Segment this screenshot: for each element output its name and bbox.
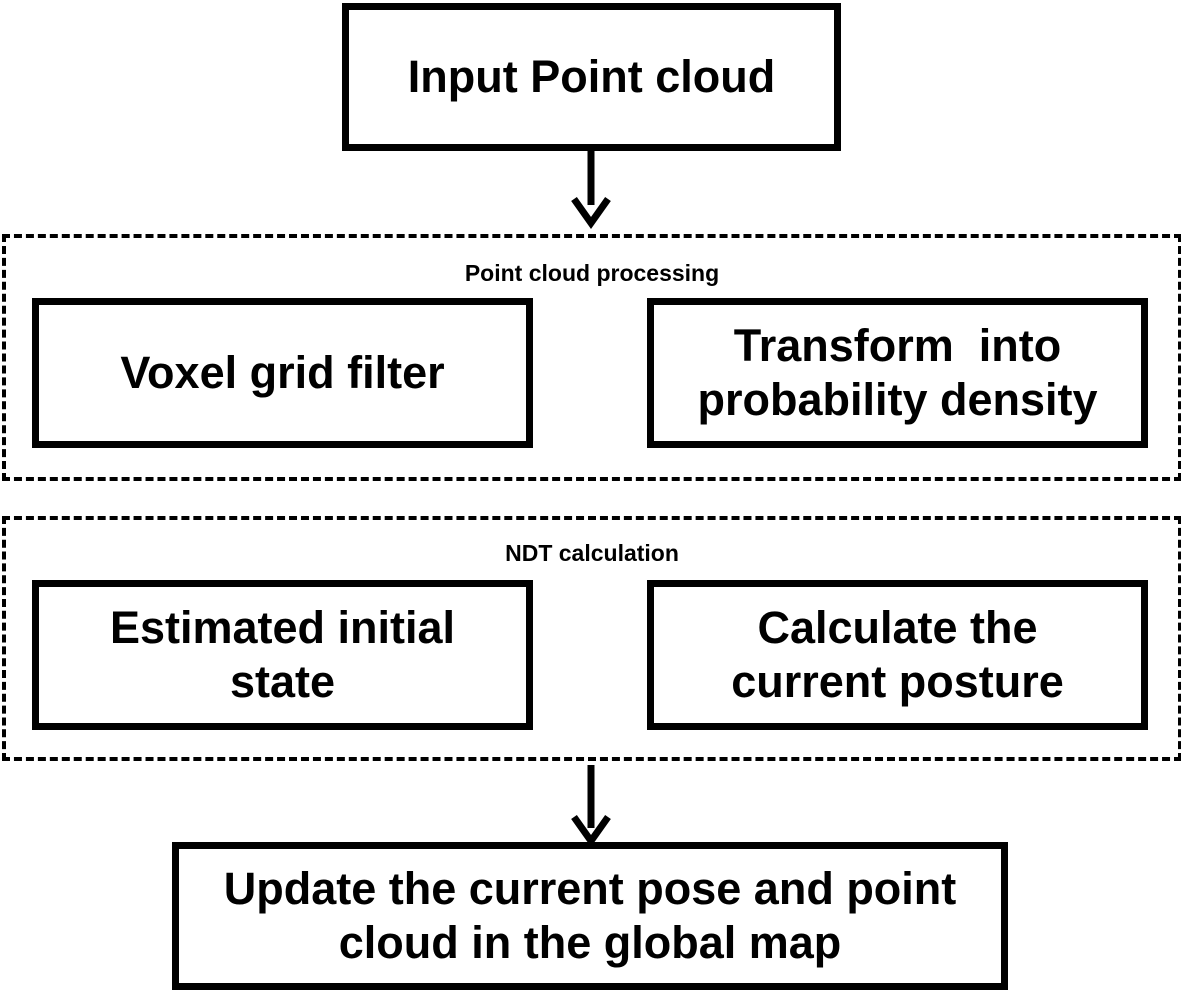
node-calculate-current-posture: Calculate the current posture [647, 580, 1148, 730]
node-label-transform-probability-density: Transform into probability density [697, 320, 1098, 425]
group-label-point-cloud-processing: Point cloud processing [464, 260, 720, 286]
node-input-point-cloud: Input Point cloud [342, 3, 841, 151]
node-label-input-point-cloud: Input Point cloud [407, 51, 776, 102]
arrow-ndt-to-update-head [571, 814, 611, 848]
group-ndt-calculation: NDT calculation [2, 516, 1181, 761]
node-label-estimated-initial-state: Estimated initial state [109, 602, 456, 707]
group-label-ndt-calculation: NDT calculation [505, 540, 679, 566]
arrow-input-to-processing [571, 151, 611, 230]
node-estimated-initial-state: Estimated initial state [32, 580, 533, 730]
node-label-voxel-grid-filter: Voxel grid filter [120, 347, 445, 398]
node-voxel-grid-filter: Voxel grid filter [32, 298, 533, 448]
arrow-ndt-to-update [571, 765, 611, 848]
node-transform-probability-density: Transform into probability density [647, 298, 1148, 448]
node-update-pose-and-map: Update the current pose and point cloud … [172, 842, 1008, 990]
group-point-cloud-processing: Point cloud processing [2, 234, 1181, 481]
node-label-update-pose-and-map: Update the current pose and point cloud … [223, 863, 957, 968]
arrow-input-to-processing-head [571, 196, 611, 230]
node-label-calculate-current-posture: Calculate the current posture [731, 602, 1064, 707]
